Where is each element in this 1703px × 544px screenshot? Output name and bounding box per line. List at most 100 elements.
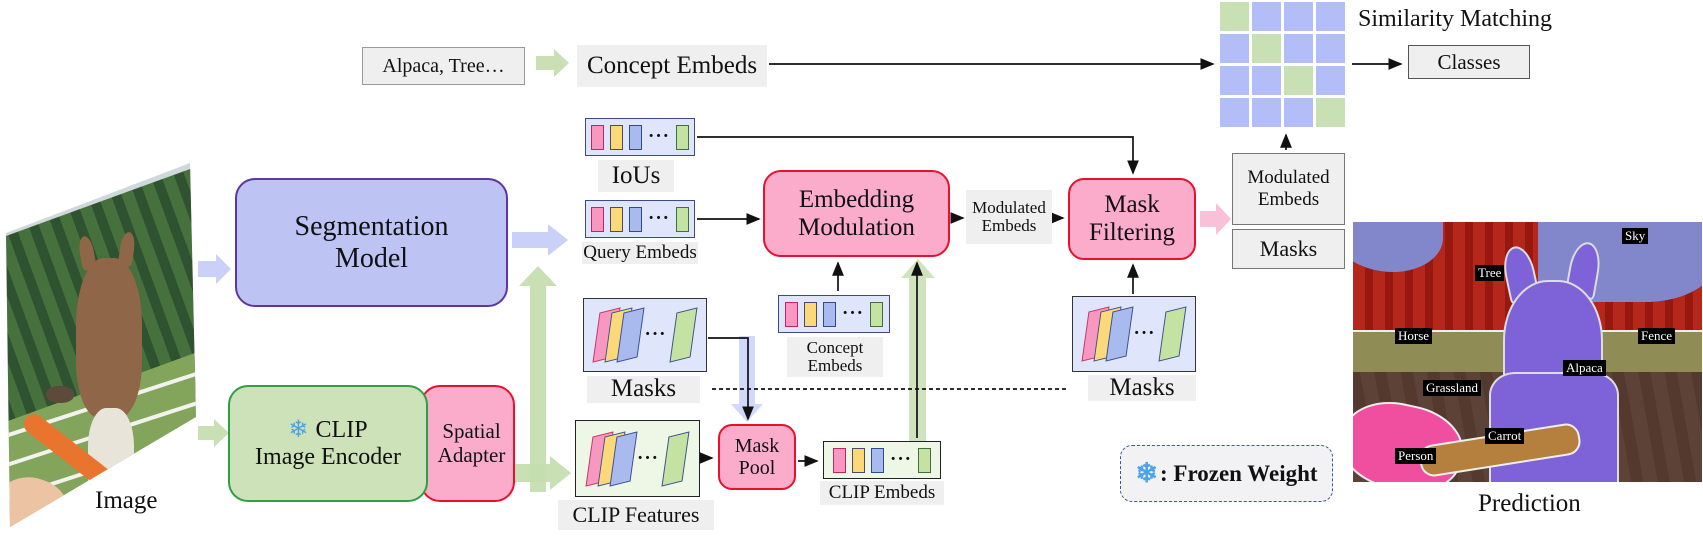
- output-modulated-embeds-box: Modulated Embeds: [1232, 153, 1345, 225]
- token-pink: [590, 124, 604, 150]
- ellipsis: ···: [644, 324, 667, 345]
- spatial-adapter-box: Spatial Adapter: [420, 385, 515, 502]
- matrix-cell: [1220, 2, 1249, 31]
- matrix-cell: [1316, 2, 1345, 31]
- matrix-cell: [1220, 66, 1249, 95]
- matrix-cell: [1284, 98, 1313, 127]
- arrow-clipembeds-to-modulation: [901, 259, 935, 441]
- input-image-caption: Image: [95, 487, 158, 514]
- segment-label: Tree: [1475, 265, 1505, 282]
- output-masks-text: Masks: [1259, 236, 1318, 261]
- masks-right-text: Masks: [1109, 373, 1175, 401]
- segment-label: Sky: [1622, 228, 1649, 245]
- masks-left-label: Masks: [587, 376, 700, 403]
- prediction-image: Sky Tree Horse Fence Alpaca Grassland Ca…: [1353, 222, 1702, 482]
- similarity-matching-title: Similarity Matching: [1358, 6, 1552, 32]
- frozen-weight-text: : Frozen Weight: [1160, 460, 1318, 486]
- ious-text: IoUs: [611, 161, 661, 189]
- mask-sheet-green: [1157, 306, 1187, 362]
- token-pink: [784, 301, 798, 327]
- query-embeds-label: Query Embeds: [582, 242, 698, 264]
- segment-label: Fence: [1638, 328, 1676, 345]
- input-image: [6, 163, 196, 527]
- output-masks-box: Masks: [1232, 229, 1345, 269]
- token-yellow: [609, 124, 623, 150]
- ellipsis: ···: [841, 303, 864, 324]
- clip-encoder-text-line2: Image Encoder: [255, 443, 401, 470]
- matrix-cell: [1316, 98, 1345, 127]
- matrix-cell: [1316, 66, 1345, 95]
- matrix-cell: [1220, 34, 1249, 63]
- segment-label: Grassland: [1423, 380, 1481, 397]
- token-blue: [628, 124, 642, 150]
- alpaca-head: [76, 258, 142, 418]
- ellipsis: ···: [1133, 323, 1156, 344]
- query-embeds-strip: ···: [585, 200, 695, 238]
- token-green: [676, 206, 689, 232]
- ellipsis: ···: [889, 449, 912, 470]
- ellipsis: ···: [647, 208, 670, 229]
- similarity-matrix: [1220, 2, 1345, 127]
- horse-figure: [46, 386, 74, 403]
- feature-sheet-green: [661, 430, 690, 487]
- clip-embeds-text: CLIP Embeds: [828, 482, 936, 504]
- output-modulated-embeds-text: Modulated Embeds: [1247, 167, 1330, 210]
- masks-right-label: Masks: [1088, 373, 1196, 401]
- modulated-embeds-mid-text: Modulated Embeds: [972, 198, 1046, 235]
- query-embeds-text: Query Embeds: [583, 242, 697, 264]
- clip-embeds-label: CLIP Embeds: [820, 481, 944, 505]
- classes-box: Classes: [1408, 45, 1530, 79]
- classes-text: Classes: [1437, 49, 1501, 74]
- token-blue: [870, 447, 884, 473]
- concept-embeds-small-text: Concept Embeds: [806, 338, 864, 375]
- token-green: [918, 447, 931, 473]
- token-green: [676, 124, 689, 150]
- segment-label: Carrot: [1485, 428, 1525, 445]
- matrix-cell: [1284, 66, 1313, 95]
- concept-embeds-small-strip: ···: [778, 295, 890, 333]
- matrix-cell: [1252, 66, 1281, 95]
- arrow-prompt-to-concept: [536, 49, 569, 77]
- token-pink: [832, 447, 846, 473]
- clip-embeds-strip: ···: [823, 441, 941, 479]
- token-green: [870, 301, 883, 327]
- spatial-adapter-text: Spatial Adapter: [437, 418, 506, 467]
- ious-label: IoUs: [598, 160, 674, 192]
- arrow-seg-to-embeds: [512, 224, 568, 256]
- arrow-masks-to-maskpool-blue: [731, 336, 763, 422]
- mask-pool-text: Mask Pool: [734, 434, 780, 479]
- concept-embeds-label: Concept Embeds: [577, 45, 767, 87]
- token-blue: [822, 301, 836, 327]
- snowflake-icon: ❄: [288, 416, 309, 443]
- arrow-image-to-seg: [198, 254, 231, 284]
- line-ious-to-filtering: [697, 136, 1139, 175]
- concept-embeds-small-label: Concept Embeds: [787, 337, 883, 377]
- token-blue: [628, 206, 642, 232]
- clip-features-box: ···: [575, 420, 700, 497]
- arrow-image-to-clip: [198, 419, 229, 447]
- snowflake-icon: ❄: [1135, 458, 1159, 488]
- ellipsis: ···: [647, 126, 670, 147]
- segment-label: Alpaca: [1563, 360, 1606, 377]
- segment-label: Person: [1395, 448, 1437, 465]
- concept-embeds-text: Concept Embeds: [586, 51, 758, 79]
- matrix-cell: [1252, 98, 1281, 127]
- clip-image-encoder-box: ❄CLIP Image Encoder: [228, 385, 428, 502]
- matrix-cell: [1284, 2, 1313, 31]
- mask-pool-box: Mask Pool: [718, 424, 796, 490]
- arrow-filtering-to-output: [1200, 203, 1231, 235]
- line-masks-to-maskpool: [708, 337, 754, 421]
- matrix-cell: [1220, 98, 1249, 127]
- frozen-weight-legend: ❄: Frozen Weight: [1120, 445, 1333, 502]
- matrix-cell: [1252, 34, 1281, 63]
- clip-features-label: CLIP Features: [558, 500, 714, 530]
- prompt-text: Alpaca, Tree…: [382, 54, 505, 77]
- clip-features-text: CLIP Features: [572, 502, 700, 528]
- mask-filtering-text: Mask Filtering: [1088, 191, 1176, 246]
- segmentation-model-box: Segmentation Model: [235, 178, 508, 307]
- matrix-cell: [1252, 2, 1281, 31]
- embedding-modulation-text: Embedding Modulation: [798, 185, 915, 241]
- token-yellow: [851, 447, 865, 473]
- token-pink: [590, 206, 604, 232]
- embedding-modulation-box: Embedding Modulation: [763, 170, 950, 257]
